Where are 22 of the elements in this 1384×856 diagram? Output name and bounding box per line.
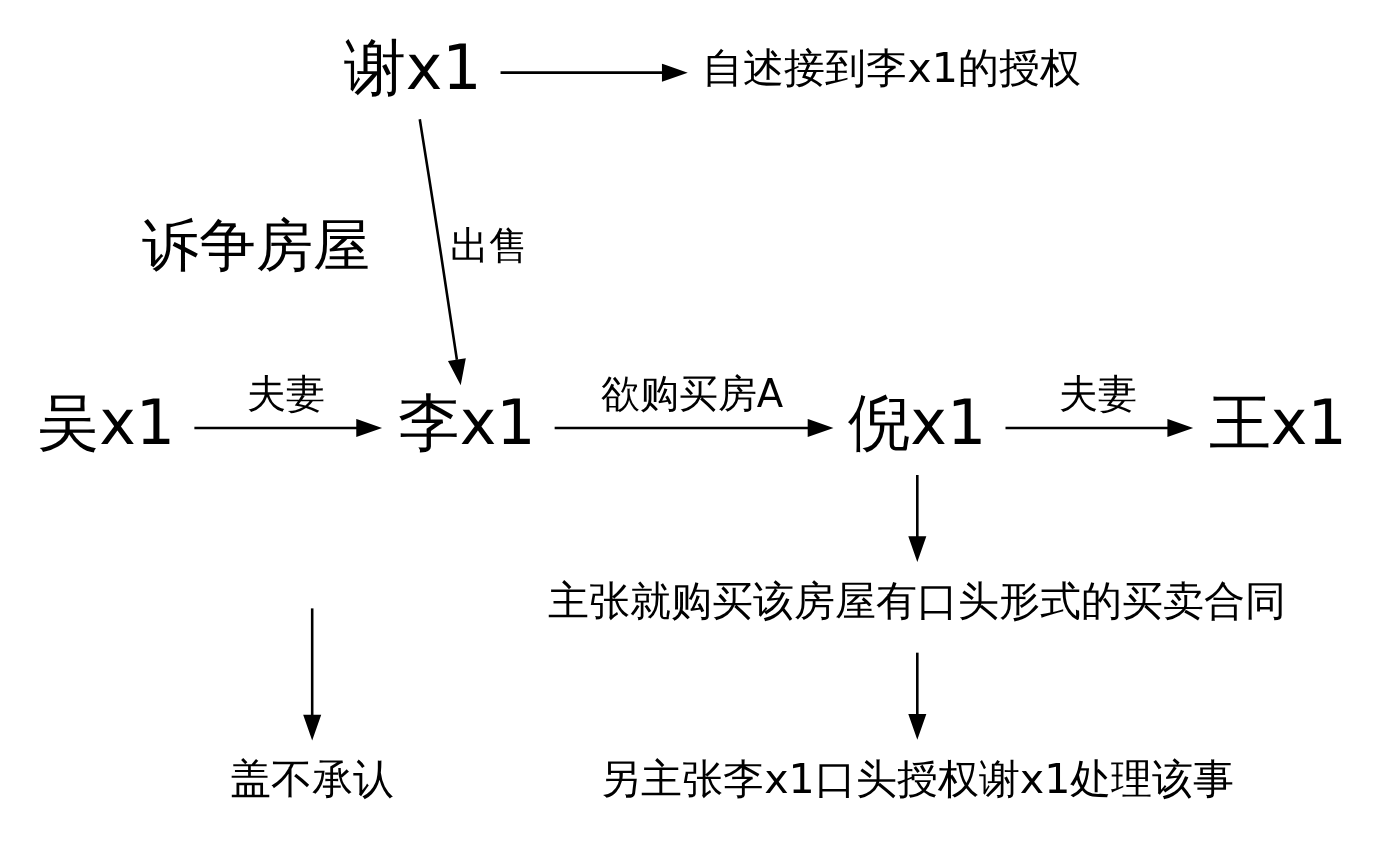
arrow xyxy=(908,652,927,740)
node-text: 王x1 xyxy=(1208,386,1347,459)
arrow xyxy=(554,418,834,438)
edge-label: 夫妻 xyxy=(1058,371,1137,417)
node-text: 吴x1 xyxy=(37,386,176,459)
arrow xyxy=(1005,418,1194,438)
arrow xyxy=(303,608,322,741)
node-text: 倪x1 xyxy=(848,386,987,459)
node-text: 自述接到李x1的授权 xyxy=(702,44,1081,93)
node-text: 主张就购买该房屋有口头形式的买卖合同 xyxy=(548,577,1287,626)
edge-label: 欲购买房A xyxy=(600,371,784,417)
arrow xyxy=(418,119,466,386)
node-text: 另主张李x1口头授权谢x1处理该事 xyxy=(600,755,1235,804)
node-text: 盖不承认 xyxy=(230,755,395,804)
node-text: 诉争房屋 xyxy=(141,211,370,278)
arrow xyxy=(194,418,383,438)
arrow xyxy=(500,63,688,82)
node-text: 李x1 xyxy=(397,386,536,459)
edge-label: 出售 xyxy=(449,223,528,269)
edge-label: 夫妻 xyxy=(247,371,326,417)
node-text: 谢x1 xyxy=(343,31,482,104)
arrow xyxy=(908,475,927,563)
